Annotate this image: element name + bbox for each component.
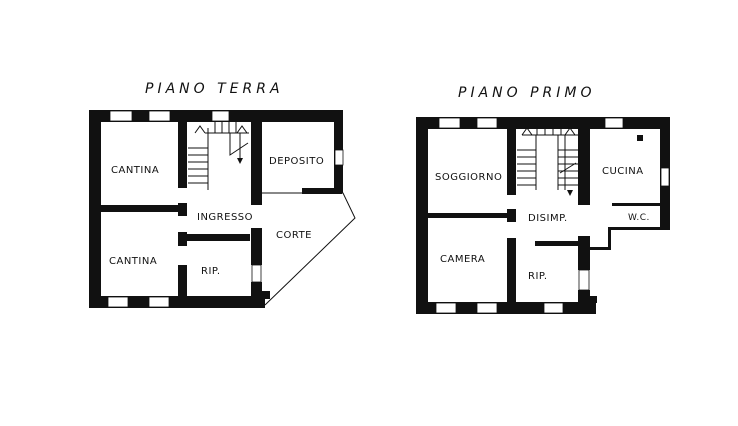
room-label-deposito: DEPOSITO <box>269 156 324 167</box>
window <box>438 117 461 129</box>
step <box>590 296 597 303</box>
window <box>251 264 262 283</box>
room-label-wc: W.C. <box>628 213 650 223</box>
wall <box>101 205 187 212</box>
wall <box>416 117 428 314</box>
window <box>148 296 170 308</box>
wall <box>178 265 187 298</box>
window <box>334 149 344 166</box>
window <box>148 110 171 122</box>
window <box>107 296 129 308</box>
first-floor-title: PIANO PRIMO <box>458 85 596 101</box>
wall <box>178 232 187 246</box>
wall <box>507 209 516 222</box>
wall <box>251 282 262 308</box>
window <box>660 167 670 187</box>
staircase <box>517 127 578 196</box>
window <box>476 117 498 129</box>
room-label-ingresso: INGRESSO <box>197 212 253 223</box>
window <box>604 117 624 129</box>
wall <box>251 110 262 205</box>
wall <box>89 110 101 308</box>
first-floor-plan: PIANO PRIMO SOGGIORN <box>416 85 670 314</box>
wall <box>578 129 590 205</box>
room-label-corte: CORTE <box>276 230 312 241</box>
wall <box>535 241 580 246</box>
wall <box>578 236 590 270</box>
room-label-soggiorno: SOGGIORNO <box>435 172 502 183</box>
wall <box>178 122 187 188</box>
wall <box>608 227 611 250</box>
ground-floor-title: PIANO TERRA <box>145 81 284 97</box>
room-label-cucina: CUCINA <box>602 166 644 177</box>
wall <box>251 228 262 265</box>
ground-floor-plan: PIANO TERRA CANTINA C <box>89 81 356 308</box>
wall <box>507 238 516 302</box>
room-label-camera: CAMERA <box>440 254 485 265</box>
window <box>578 269 590 291</box>
wall <box>612 203 660 206</box>
wall <box>507 129 516 195</box>
room-label-cantina-top: CANTINA <box>111 165 159 176</box>
room-label-rip: RIP. <box>528 271 548 282</box>
corte-outline <box>262 192 356 306</box>
wall <box>428 213 516 218</box>
wall <box>187 234 250 241</box>
window <box>543 302 564 314</box>
wall <box>637 135 643 141</box>
step <box>262 291 270 299</box>
room-label-cantina-bottom: CANTINA <box>109 256 157 267</box>
wall <box>578 290 590 314</box>
window <box>109 110 133 122</box>
wall <box>302 188 342 194</box>
wall <box>89 296 265 308</box>
wall <box>178 203 187 216</box>
room-label-disimp: DISIMP. <box>528 213 568 224</box>
window <box>211 110 230 122</box>
room-label-rip: RIP. <box>201 266 221 277</box>
wall <box>608 227 670 230</box>
wall <box>590 247 611 250</box>
window <box>435 302 457 314</box>
staircase <box>188 122 249 190</box>
window <box>476 302 498 314</box>
